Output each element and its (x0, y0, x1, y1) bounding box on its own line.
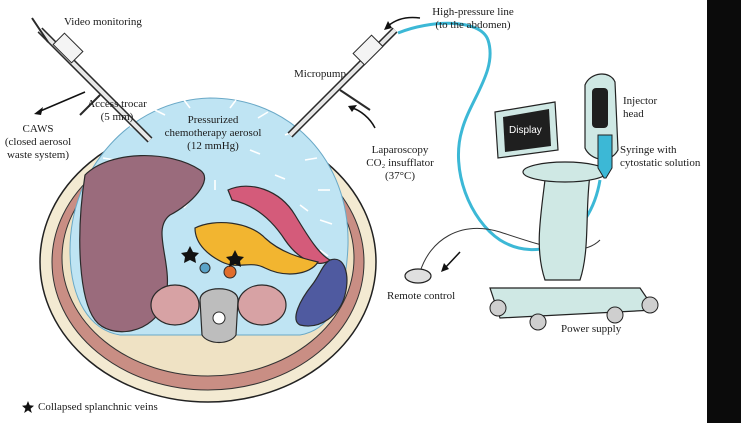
remote-arrow (444, 251, 461, 269)
right-black-bar (707, 0, 741, 423)
insufflator-arrow (351, 107, 376, 129)
access-trocar-label-line1: Access trocar (87, 98, 147, 110)
high-pressure-label-line1: High-pressure line (432, 6, 514, 18)
remote-control-device[interactable] (404, 268, 432, 284)
video-monitoring-label: Video monitoring (64, 16, 142, 28)
injector-head-panel (592, 88, 608, 128)
caws-arrowhead (34, 107, 43, 115)
caws-arrow (37, 91, 86, 113)
caws-label-line1: CAWS (22, 123, 54, 135)
high-pressure-label: High-pressure line (to the abdomen) (418, 6, 528, 32)
aerosol-label-line3: (12 mmHg) (187, 140, 239, 152)
caws-label-line3: waste system) (6, 149, 69, 161)
collapsed-vein-star-1 (181, 246, 199, 263)
syringe-label: Syringe with cytostatic solution (620, 144, 700, 170)
wheel-2 (529, 313, 547, 331)
access-trocar-label-line2: (5 mm) (100, 111, 134, 123)
aerosol-label-line1: Pressurized (187, 114, 239, 126)
kidney-left (237, 284, 287, 326)
pancreas (194, 221, 319, 275)
caws-label-line2: (closed aerosol (4, 136, 72, 148)
collapsed-vein-star-2 (226, 250, 244, 267)
injector-base (489, 287, 657, 319)
micropump-label: Micropump (294, 68, 346, 80)
laparoscopy-label-line1: Laparoscopy (371, 144, 429, 156)
liver (79, 155, 206, 333)
laparoscopy-label: Laparoscopy CO₂ insufflator (37°C) (360, 144, 440, 183)
display-screen[interactable] (503, 109, 551, 152)
aerosol-label-line2: chemotherapy aerosol (164, 127, 262, 139)
access-trocar-label: Access trocar (5 mm) (77, 98, 157, 124)
wheel-1 (489, 299, 507, 317)
injector-head-label-line2: head (623, 108, 644, 120)
injector-head-label: Injector head (623, 95, 657, 121)
syringe-label-line2: cytostatic solution (620, 157, 701, 169)
syringe[interactable] (597, 134, 613, 179)
injector-head-label-line1: Injector (623, 95, 658, 107)
vena-cava (199, 262, 211, 274)
injector-column (538, 174, 591, 281)
high-pressure-label-line2: (to the abdomen) (435, 19, 511, 31)
micropump-trocar (287, 27, 398, 138)
power-supply-label: Power supply (561, 323, 622, 335)
kidney-right (150, 284, 200, 326)
aorta (223, 265, 237, 279)
access-trocar (31, 17, 153, 143)
wheel-3 (606, 306, 624, 324)
aerosol-label: Pressurized chemotherapy aerosol (12 mmH… (158, 114, 268, 153)
legend-collapsed-veins: Collapsed splanchnic veins (38, 401, 158, 413)
high-pressure-arrow (387, 16, 421, 27)
syringe-label-line1: Syringe with (620, 144, 677, 156)
spinal-canal (212, 311, 226, 325)
legend: Collapsed splanchnic veins (22, 401, 158, 414)
insufflator-arrowhead (348, 105, 357, 112)
collapsed-vein-star-icon (22, 401, 34, 414)
spleen (295, 258, 348, 327)
caws-label: CAWS (closed aerosol waste system) (0, 123, 76, 162)
injector-top-plate (522, 161, 608, 183)
display-label: Display (509, 125, 542, 136)
laparoscopy-label-line3: (37°C) (384, 170, 416, 182)
remote-arrowhead (441, 263, 449, 272)
remote-control-label: Remote control (387, 290, 456, 302)
injector-device (489, 73, 659, 331)
laparoscopy-label-line2: CO₂ insufflator (366, 157, 434, 169)
high-pressure-arrowhead (384, 21, 392, 30)
wheel-4 (641, 296, 659, 314)
